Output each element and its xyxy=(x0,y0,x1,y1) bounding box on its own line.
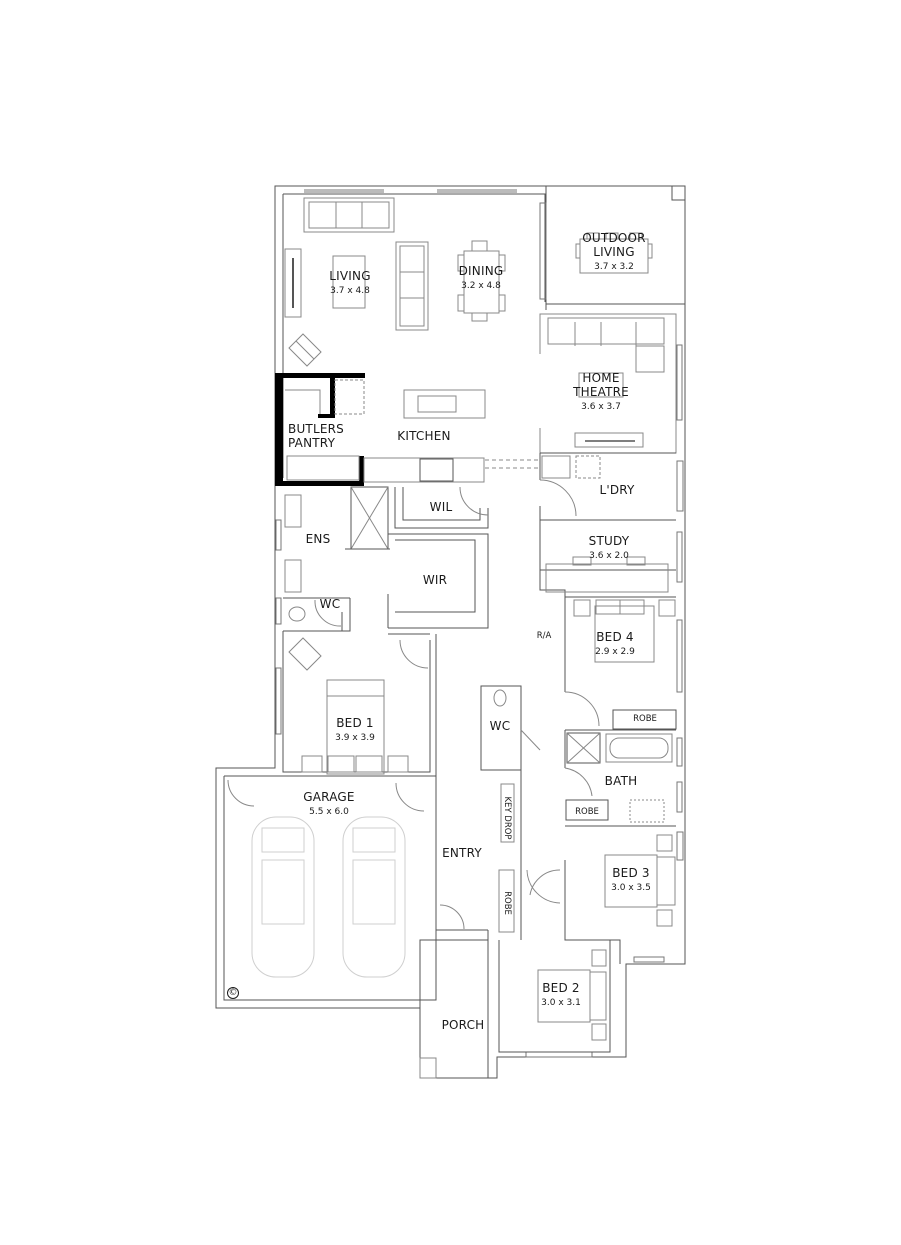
room-name: KITCHEN xyxy=(397,429,451,444)
room-bed1: BED 1 3.9 x 3.9 xyxy=(335,715,375,743)
robe-bath-label: ROBE xyxy=(575,807,599,817)
key-drop-label: KEY DROP xyxy=(502,796,512,840)
room-name: LIVING xyxy=(329,268,371,283)
room-name: BATH xyxy=(604,774,638,789)
room-size: 3.0 x 3.1 xyxy=(541,997,581,1008)
room-size: 3.7 x 3.2 xyxy=(594,261,634,272)
room-dining: DINING 3.2 x 4.8 xyxy=(458,263,504,291)
room-name: STUDY xyxy=(588,533,630,548)
room-wir: WIR xyxy=(422,573,448,588)
room-outdoor-living: OUTDOOR LIVING 3.7 x 3.2 xyxy=(582,231,646,272)
room-bed4: BED 4 2.9 x 2.9 xyxy=(595,629,635,657)
room-laundry: L'DRY xyxy=(599,483,635,498)
room-kitchen: KITCHEN xyxy=(397,429,451,444)
room-entry: ENTRY xyxy=(442,846,482,861)
room-ensuite: ENS xyxy=(305,532,331,547)
room-name: WIR xyxy=(422,573,448,588)
room-name-line2: LIVING xyxy=(593,244,635,259)
room-size: 3.9 x 3.9 xyxy=(335,732,375,743)
room-study: STUDY 3.6 x 2.0 xyxy=(588,533,630,561)
room-ensuite-wc: WC xyxy=(319,597,341,612)
room-size: 3.2 x 4.8 xyxy=(461,280,501,291)
room-name: BED 1 xyxy=(336,715,374,730)
bed1-furniture xyxy=(288,637,409,775)
room-size: 3.6 x 3.7 xyxy=(581,401,621,412)
room-garage: GARAGE 5.5 x 6.0 xyxy=(303,789,355,817)
room-name-line1: OUTDOOR xyxy=(582,231,646,246)
room-name-line1: HOME xyxy=(582,371,620,386)
room-name: L'DRY xyxy=(599,483,635,498)
garage-cars xyxy=(251,816,406,978)
room-name-line2: PANTRY xyxy=(288,436,336,450)
room-living: LIVING 3.7 x 4.8 xyxy=(329,268,371,296)
room-name-line1: BUTLERS xyxy=(288,422,344,437)
dining-table xyxy=(457,240,506,322)
robe-bed4-label: ROBE xyxy=(633,714,657,724)
room-bed3: BED 3 3.0 x 3.5 xyxy=(611,865,651,893)
room-size: 5.5 x 6.0 xyxy=(309,806,349,817)
room-name: BED 3 xyxy=(612,865,650,880)
room-name: PORCH xyxy=(441,1018,485,1033)
robe-entry-label: ROBE xyxy=(502,891,512,915)
room-butlers-pantry: BUTLERS PANTRY xyxy=(288,422,344,451)
room-name: BED 2 xyxy=(542,980,580,995)
room-porch: PORCH xyxy=(441,1018,485,1033)
kitchen-benches xyxy=(285,379,601,483)
room-name: DINING xyxy=(458,263,504,278)
room-name: ENTRY xyxy=(442,846,482,861)
living-furniture xyxy=(284,197,429,367)
home-theatre-furniture xyxy=(539,313,677,454)
room-name: WC xyxy=(319,597,341,612)
room-size: 3.6 x 2.0 xyxy=(589,550,629,561)
room-name: WC xyxy=(489,719,511,734)
room-name: ENS xyxy=(305,532,331,547)
room-wil: WIL xyxy=(429,500,453,515)
butlers-pantry-walls xyxy=(275,373,365,486)
room-name-line2: THEATRE xyxy=(573,384,629,399)
room-size: 2.9 x 2.9 xyxy=(595,646,635,657)
room-size: 3.0 x 3.5 xyxy=(611,882,651,893)
windows xyxy=(275,189,684,1058)
outdoor-table xyxy=(575,232,653,274)
room-name: BED 4 xyxy=(596,629,634,644)
copyright-icon: © xyxy=(227,987,239,999)
room-bed2: BED 2 3.0 x 3.1 xyxy=(541,980,581,1008)
room-home-theatre: HOME THEATRE 3.6 x 3.7 xyxy=(573,371,629,412)
room-bath: BATH xyxy=(604,774,638,789)
room-name: WIL xyxy=(429,500,453,515)
internal-walls xyxy=(223,452,677,1079)
return-air-label: R/A xyxy=(536,631,552,641)
room-size: 3.7 x 4.8 xyxy=(330,285,370,296)
room-name: GARAGE xyxy=(303,789,355,804)
room-wc: WC xyxy=(489,719,511,734)
